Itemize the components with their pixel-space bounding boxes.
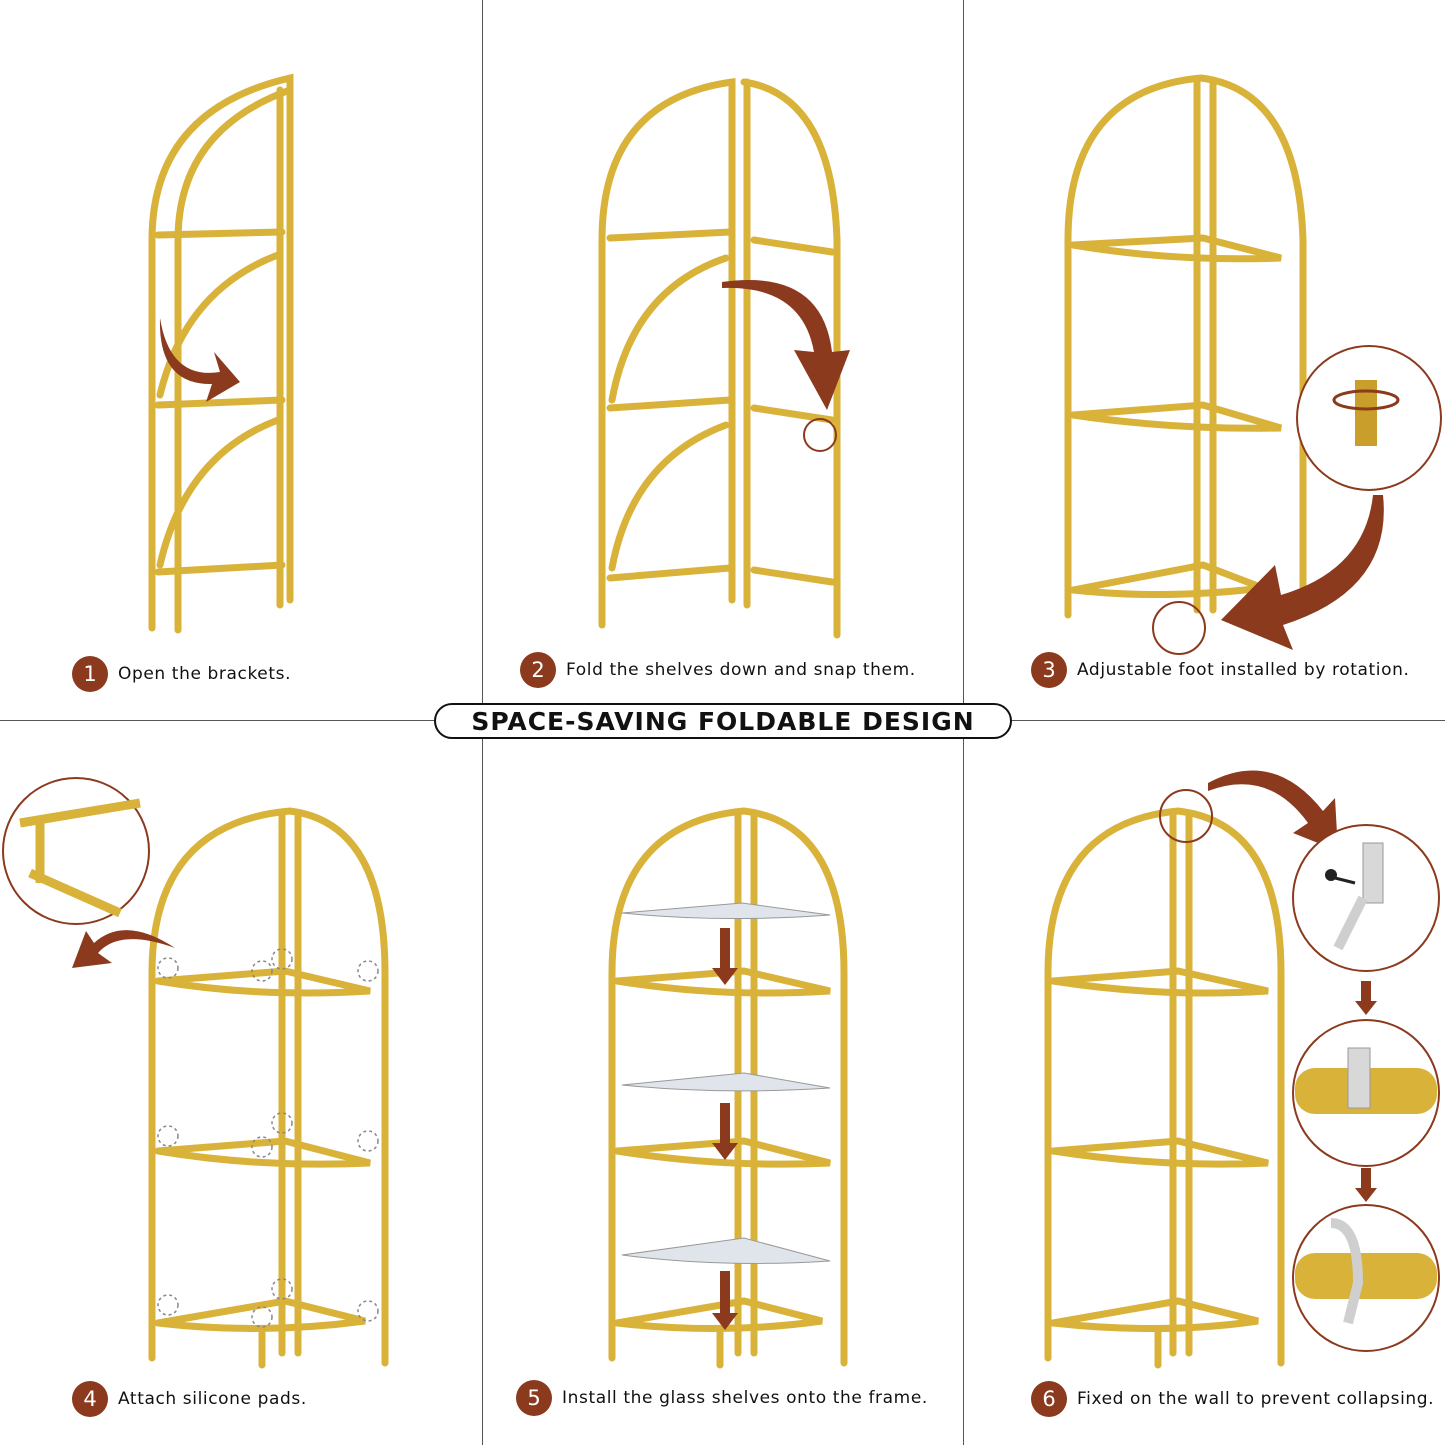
- step-number-badge: 4: [72, 1381, 108, 1417]
- step-number-badge: 1: [72, 656, 108, 692]
- rotate-arrow: [1221, 495, 1384, 650]
- down-arrow-small: [1355, 1168, 1377, 1202]
- step-text: Fold the shelves down and snap them.: [566, 660, 916, 680]
- snap-detail-circle: [803, 418, 837, 452]
- down-arrows: [712, 928, 738, 1330]
- wall-fixing-illustration: [1044, 770, 1440, 1369]
- foot-bolt: [1355, 380, 1377, 446]
- fold-shelves-illustration: [598, 77, 850, 639]
- step-4-caption: 4 Attach silicone pads.: [72, 1381, 307, 1417]
- step-5-panel: 5 Install the glass shelves onto the fra…: [482, 723, 964, 1445]
- foot-highlight-circle: [1152, 601, 1206, 655]
- step-1-panel: 1 Open the brackets.: [0, 0, 482, 722]
- pad-arrow: [72, 930, 175, 968]
- rotation-icon: [1332, 389, 1400, 411]
- step-number-badge: 5: [516, 1380, 552, 1416]
- bracket-highlight-circle: [1159, 789, 1213, 843]
- step-text: Adjustable foot installed by rotation.: [1077, 660, 1410, 680]
- wall-bracket: [1362, 842, 1384, 904]
- adjustable-foot-illustration: [1064, 74, 1442, 655]
- folded-rack-illustration: [148, 73, 294, 634]
- pad-detail-frame: [19, 798, 141, 918]
- step-number-badge: 6: [1031, 1381, 1067, 1417]
- screw-icon: [1325, 869, 1337, 881]
- step-4-panel: 4 Attach silicone pads.: [0, 723, 482, 1445]
- step-6-panel: 6 Fixed on the wall to prevent collapsin…: [963, 723, 1445, 1445]
- step-number-badge: 2: [520, 652, 556, 688]
- step-5-caption: 5 Install the glass shelves onto the fra…: [516, 1380, 928, 1416]
- open-arrow: [159, 318, 240, 402]
- down-arrow-small: [1355, 981, 1377, 1015]
- title-banner: SPACE-SAVING FOLDABLE DESIGN: [434, 703, 1012, 739]
- frame-closeup: [1295, 1253, 1437, 1299]
- step-text: Open the brackets.: [118, 664, 292, 684]
- step-6-caption: 6 Fixed on the wall to prevent collapsin…: [1031, 1381, 1434, 1417]
- step-text: Attach silicone pads.: [118, 1389, 307, 1409]
- step-text: Install the glass shelves onto the frame…: [562, 1388, 928, 1408]
- step-text: Fixed on the wall to prevent collapsing.: [1077, 1389, 1435, 1409]
- step-number-badge: 3: [1031, 652, 1067, 688]
- silicone-pads-illustration: [2, 777, 389, 1369]
- silicone-pad-markers: [157, 948, 379, 1328]
- fold-arrow: [722, 280, 850, 410]
- step-3-caption: 3 Adjustable foot installed by rotation.: [1031, 652, 1409, 688]
- pad-detail-circle: [2, 777, 150, 925]
- glass-shelves-illustration: [608, 807, 848, 1369]
- step-3-panel: 3 Adjustable foot installed by rotation.: [963, 0, 1445, 722]
- wall-arrow: [1208, 770, 1338, 851]
- step-2-caption: 2 Fold the shelves down and snap them.: [520, 652, 916, 688]
- glass-shelf-panels: [621, 902, 831, 1264]
- step-1-caption: 1 Open the brackets.: [72, 656, 291, 692]
- bracket-strap: [1333, 895, 1368, 951]
- step-2-panel: 2 Fold the shelves down and snap them.: [482, 0, 964, 722]
